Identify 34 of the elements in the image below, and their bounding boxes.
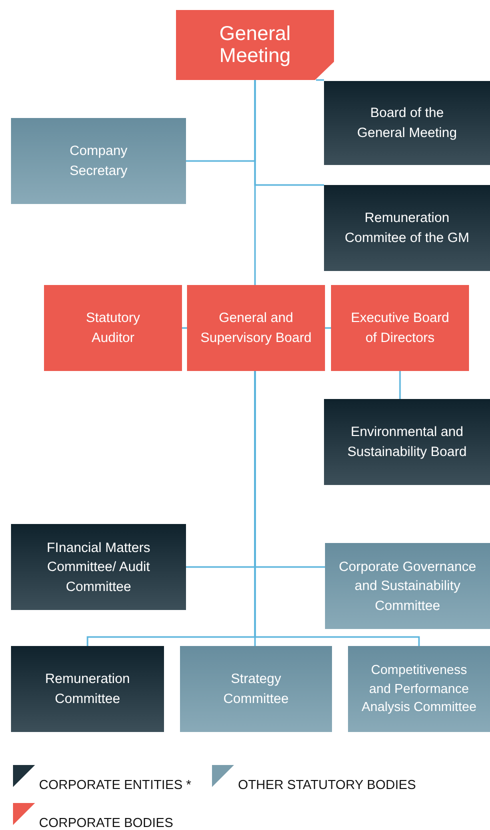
box-label: Company Secretary [68,142,128,180]
legend-label: CORPORATE BODIES [39,816,174,829]
org-box [348,646,490,732]
connector-line [399,371,401,399]
box-label: General Meeting [218,23,292,67]
org-box [325,543,490,629]
box-label: General and Supervisory Board [199,309,313,347]
connector-line [316,79,324,81]
org-box [44,285,182,371]
org-box [324,81,490,165]
org-box [331,285,469,371]
box-label: Remuneration Commitee of the GM [344,209,470,247]
box-label: Corporate Governance and Sustainability Committee [338,558,478,615]
box-label: Board of the General Meeting [356,104,458,142]
box-label: Competitiveness and Performance Analysis Committee [361,660,477,716]
org-box [11,646,164,732]
chamfered-box [176,10,334,80]
box-label: Environmental and Sustainability Board [346,423,468,461]
box-label: FInancial Matters Committee/ Audit Committee [46,538,152,596]
org-box [187,285,325,371]
connector-line [182,327,187,329]
org-box [324,185,490,271]
org-box [180,646,332,732]
box-label: Remuneration Committee [44,670,131,708]
box-label: Executive Board of Directors [350,309,450,347]
connector-line [325,327,331,329]
legend-label: CORPORATE ENTITIES * [39,778,192,791]
connector-line [254,80,256,285]
legend-label: OTHER STATUTORY BODIES [238,778,416,791]
box-label: Strategy Committee [222,670,290,708]
org-box [324,399,490,485]
box-label: Statutory Auditor [84,309,142,347]
org-box [11,524,186,610]
org-box [11,118,186,204]
